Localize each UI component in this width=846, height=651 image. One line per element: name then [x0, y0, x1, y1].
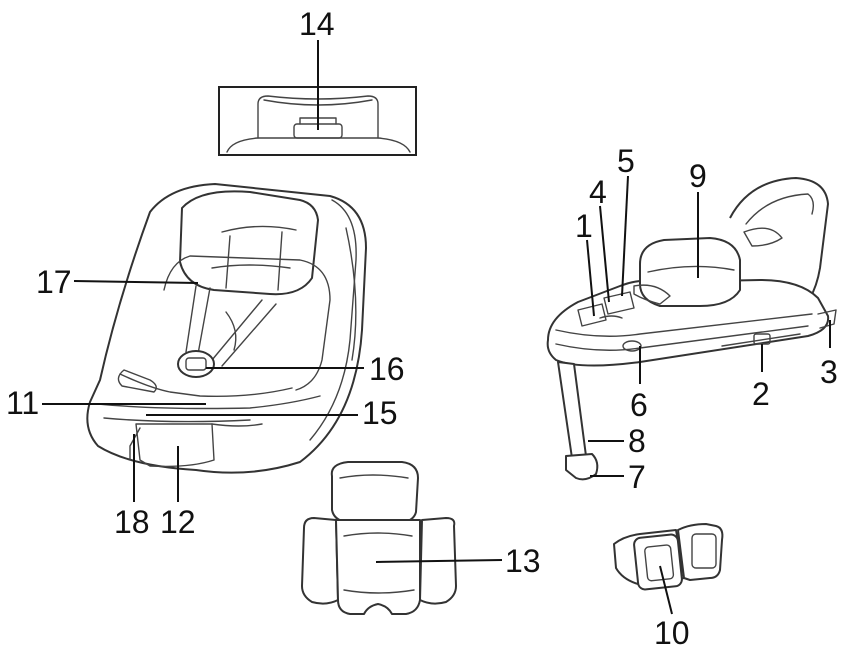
label-11: 11 [6, 385, 39, 421]
label-2: 2 [752, 376, 770, 412]
label-18: 18 [114, 504, 150, 540]
label-9: 9 [689, 158, 707, 194]
label-17: 17 [36, 264, 72, 300]
label-8: 8 [628, 423, 646, 459]
label-1: 1 [575, 208, 593, 244]
isofix-base-illustration [546, 177, 837, 481]
label-4: 4 [589, 174, 607, 210]
label-12: 12 [160, 504, 196, 540]
car-seat-illustration [86, 183, 367, 474]
label-16: 16 [369, 351, 405, 387]
label-5: 5 [617, 143, 635, 179]
label-6: 6 [630, 387, 648, 423]
leader-lines [42, 40, 831, 615]
isofix-guides-illustration [613, 523, 724, 591]
label-10: 10 [654, 615, 690, 651]
label-7: 7 [628, 459, 646, 495]
callout-numbers: 14 17 16 11 15 18 12 13 1 4 5 9 6 2 3 8 … [6, 6, 838, 651]
label-13: 13 [505, 543, 541, 579]
label-15: 15 [362, 395, 398, 431]
label-14: 14 [299, 6, 335, 42]
seat-insert-illustration [301, 461, 457, 615]
label-3: 3 [820, 354, 838, 390]
